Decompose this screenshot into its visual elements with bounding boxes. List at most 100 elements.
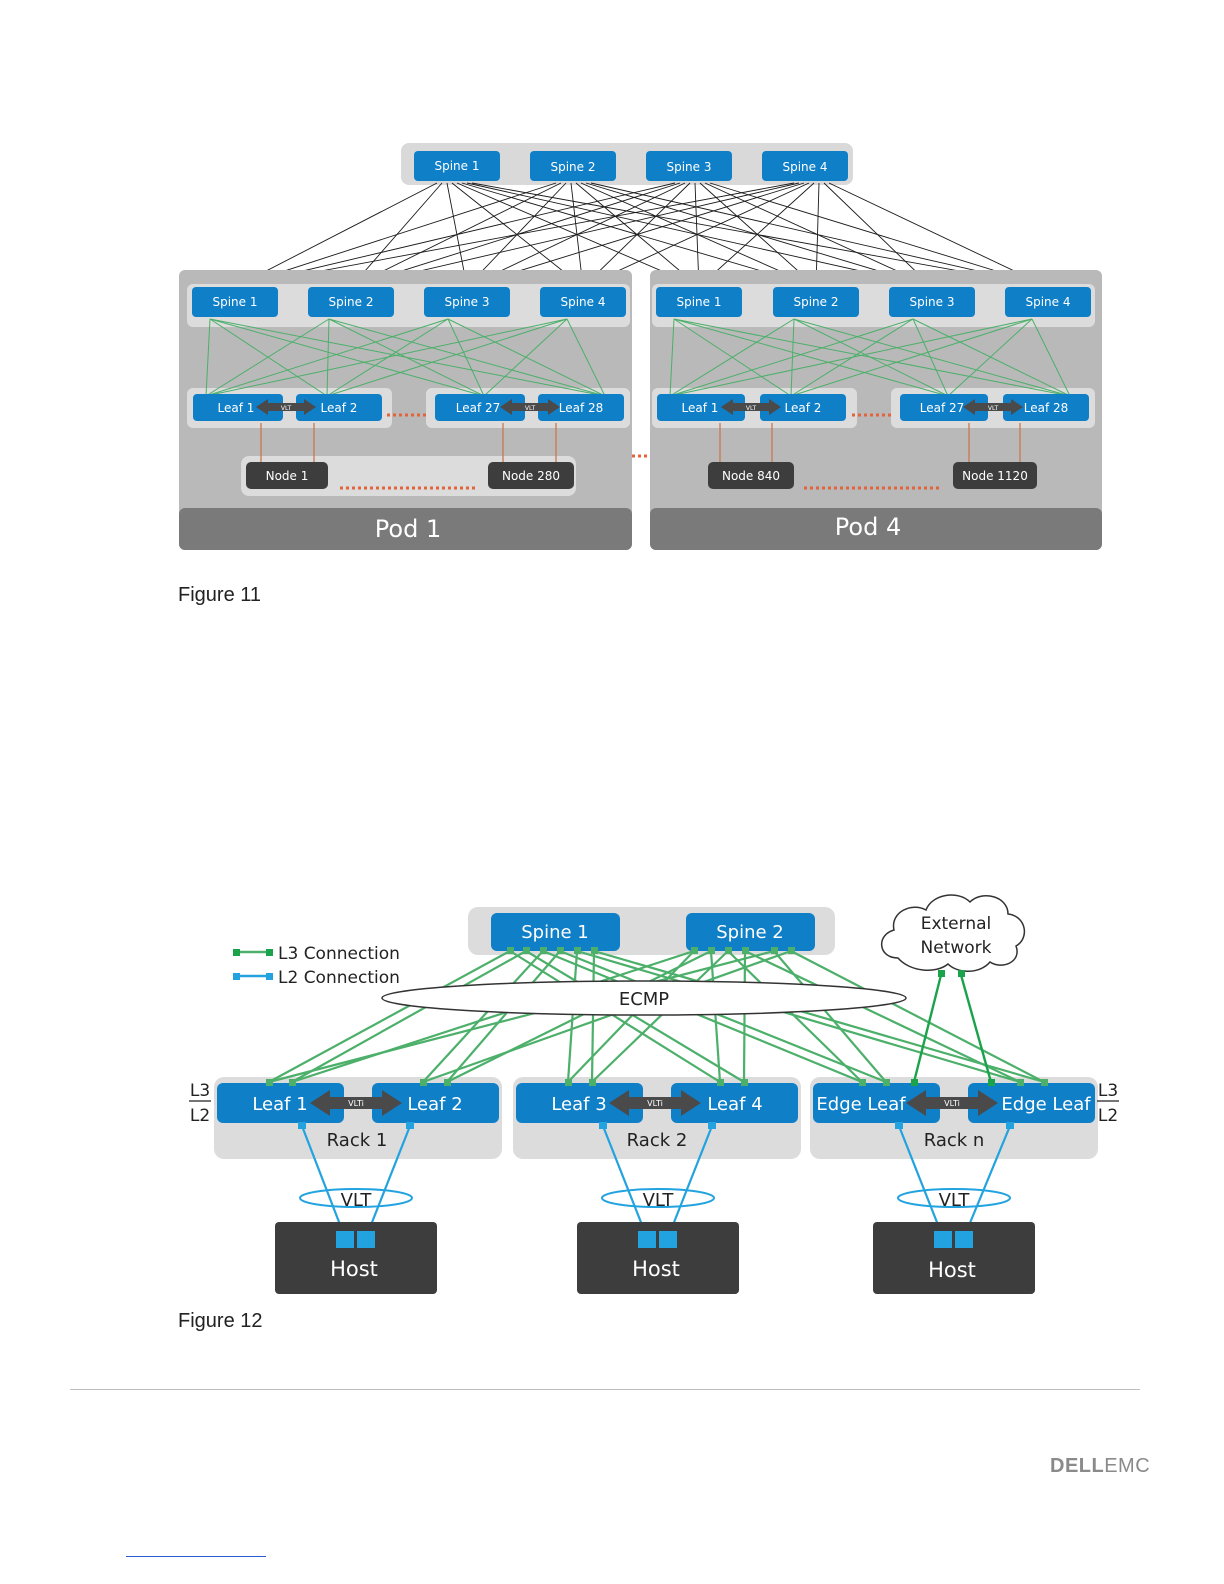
pod-4-leaf-28: Leaf 28 <box>1003 394 1089 421</box>
pod-1-spine-3: Spine 3 <box>424 287 510 317</box>
rack-n-vlti-label: VLTi <box>944 1099 960 1108</box>
rack-n-vlti-arrow: VLTi <box>906 1090 998 1116</box>
l3-link <box>727 950 863 1083</box>
leaf-2: Leaf 2 <box>372 1083 499 1123</box>
pod-4-leaf-1-label: Leaf 1 <box>682 401 719 415</box>
pod-1-leaf-2-label: Leaf 2 <box>321 401 358 415</box>
external-network-label-2: Network <box>921 938 992 958</box>
node-1120: Node 1120 <box>953 462 1037 489</box>
pod-spine-leaf-link <box>326 318 568 397</box>
l3-link <box>422 949 792 1084</box>
super-spine-mesh <box>234 182 1049 288</box>
l3-link <box>559 949 887 1084</box>
pod-4-label: Pod 4 <box>835 513 901 541</box>
spine-port <box>708 947 715 954</box>
pod-spine-leaf-links <box>205 318 1071 397</box>
pod-1-spine-3-label: Spine 3 <box>444 295 489 309</box>
pod-4-leaf-27: Leaf 27 <box>900 394 988 421</box>
ellipsis-dots <box>340 413 942 490</box>
node-1: Node 1 <box>246 462 328 489</box>
l3-link <box>590 950 596 1083</box>
super-spine-link <box>698 182 815 288</box>
leaf-uplink-ports <box>266 1079 1048 1086</box>
edge-leaf-2-label: Edge Leaf <box>1001 1094 1091 1115</box>
pod-1-vlt-arrow-b: VLT <box>500 399 560 415</box>
rack-1-vlt-label: VLT <box>341 1190 373 1211</box>
leaf-1: Leaf 1 <box>217 1083 344 1123</box>
pod-4-spine-2-label: Spine 2 <box>793 295 838 309</box>
super-spine-link <box>350 182 800 288</box>
l3-link <box>742 950 747 1083</box>
pod-spine-leaf-link <box>205 318 449 397</box>
l3-link <box>291 950 527 1083</box>
pod-1-leaf-28-label: Leaf 28 <box>559 401 604 415</box>
pod-spine-leaf-link <box>669 318 914 397</box>
spine-1: Spine 1 <box>491 913 620 951</box>
super-spine-link <box>580 182 817 288</box>
pod-spine-leaf-link <box>673 318 949 397</box>
l3-links <box>268 949 1045 1084</box>
layer-marker-left-bottom: L2 <box>190 1106 210 1126</box>
rack-2-label: Rack 2 <box>627 1130 688 1151</box>
logo-light: EMC <box>1104 1455 1151 1477</box>
leaf-2-label: Leaf 2 <box>407 1094 462 1115</box>
l3-link <box>790 950 1045 1083</box>
pod-4-banner <box>650 508 1102 550</box>
pod-1-spine-4-label: Spine 4 <box>560 295 605 309</box>
pod-4-vlt-arrow-b: VLT <box>963 399 1023 415</box>
rack-n-vlt: VLT <box>897 1188 1011 1211</box>
super-spine-link <box>828 182 1049 288</box>
spine-port <box>540 947 547 954</box>
pod-1-leaf-28: Leaf 28 <box>538 394 624 421</box>
host-rack-2: Host <box>577 1222 739 1294</box>
leaf-downlink-ports <box>298 1122 1014 1129</box>
pod-spine-leaf-link <box>669 318 1033 397</box>
super-spine-link <box>466 182 805 288</box>
external-l3-link <box>912 974 943 1083</box>
figure-12-caption: Figure 12 <box>178 1310 263 1332</box>
l3-link <box>525 950 745 1083</box>
l3-link <box>709 950 722 1083</box>
super-spine-link <box>815 182 820 288</box>
pod-4-leaf-28-label: Leaf 28 <box>1024 401 1069 415</box>
node-280-label: Node 280 <box>502 469 560 483</box>
pod-1-spine-1: Spine 1 <box>192 287 278 317</box>
l3-link <box>567 950 695 1083</box>
bottom-link-underline[interactable] <box>126 1556 266 1557</box>
super-spine-link <box>709 182 1049 288</box>
top-spine-4: Spine 4 <box>762 151 848 181</box>
pod-4-spine-3-label: Spine 3 <box>909 295 954 309</box>
l3-link <box>542 949 863 1084</box>
super-spine-link <box>699 182 817 288</box>
rack-n-label: Rack n <box>924 1130 985 1151</box>
figure-11-diagram: Spine 1 Spine 2 Spine 3 Spine 4 Spine 1 … <box>179 143 1102 550</box>
pod-4-leaf-2: Leaf 2 <box>760 394 846 421</box>
super-spine-link <box>456 182 700 288</box>
spine-ports <box>507 947 795 954</box>
rack-1-vlt: VLT <box>299 1188 413 1211</box>
legend: L3 Connection L2 Connection <box>233 944 400 988</box>
super-spine-link <box>234 182 676 288</box>
pod-spine-leaf-link <box>328 318 606 397</box>
pod-1-vlt-arrow-a: VLT <box>256 399 316 415</box>
host-rack-2-label: Host <box>632 1257 680 1281</box>
super-spine-link <box>451 182 584 288</box>
top-spine-2: Spine 2 <box>530 151 616 181</box>
dell-emc-logo: DELLEMC <box>1050 1455 1150 1478</box>
pod-4-spine-2: Spine 2 <box>773 287 859 317</box>
pod-4-spine-1: Spine 1 <box>656 287 742 317</box>
spine-port <box>523 947 530 954</box>
edge-leaf-2: Edge Leaf <box>968 1083 1095 1123</box>
super-spine-link <box>234 182 795 288</box>
rack-2-vlti-label: VLTi <box>647 1099 663 1108</box>
leaf-4: Leaf 4 <box>671 1083 798 1123</box>
spine-port <box>591 947 598 954</box>
spine-port <box>742 947 749 954</box>
pod-1-vlt-label-b: VLT <box>525 405 536 412</box>
pod-spine-leaf-link <box>793 318 949 397</box>
pod-1-label: Pod 1 <box>375 515 441 543</box>
node-280: Node 280 <box>488 462 574 489</box>
leaf-4-label: Leaf 4 <box>707 1094 762 1115</box>
pod-4-leaf-2-label: Leaf 2 <box>785 401 822 415</box>
node-1-label: Node 1 <box>266 469 309 483</box>
